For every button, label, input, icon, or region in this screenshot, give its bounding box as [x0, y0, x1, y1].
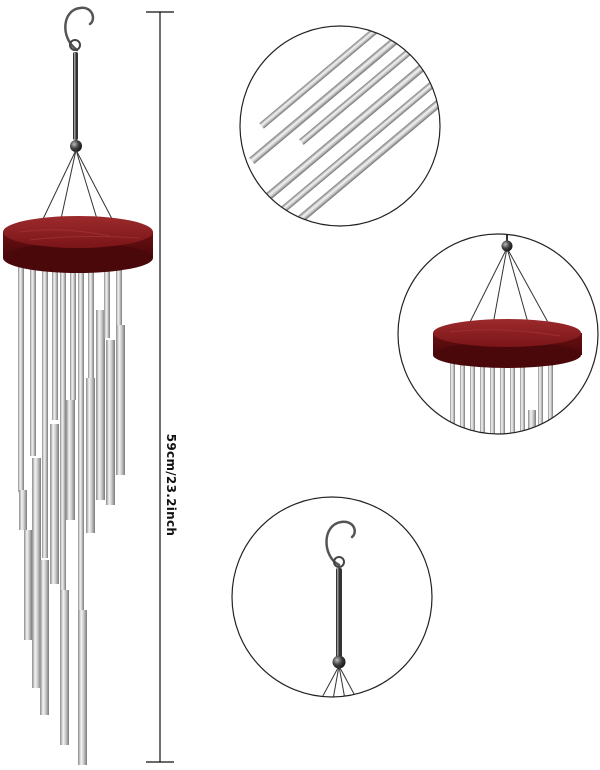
- bead: [70, 140, 82, 152]
- hook-icon: [325, 520, 356, 567]
- height-dimension: [146, 11, 174, 763]
- wooden-disc: [3, 216, 153, 273]
- detail-circle-disc: [397, 233, 599, 435]
- wind-chime-main: [3, 6, 153, 765]
- detail-circle-hook: [231, 496, 433, 698]
- hook-icon: [64, 6, 95, 52]
- height-measurement-label: 59cm/23.2inch: [164, 433, 178, 537]
- chime-tubes: [18, 262, 125, 765]
- detail-circle-tubes: [239, 25, 441, 227]
